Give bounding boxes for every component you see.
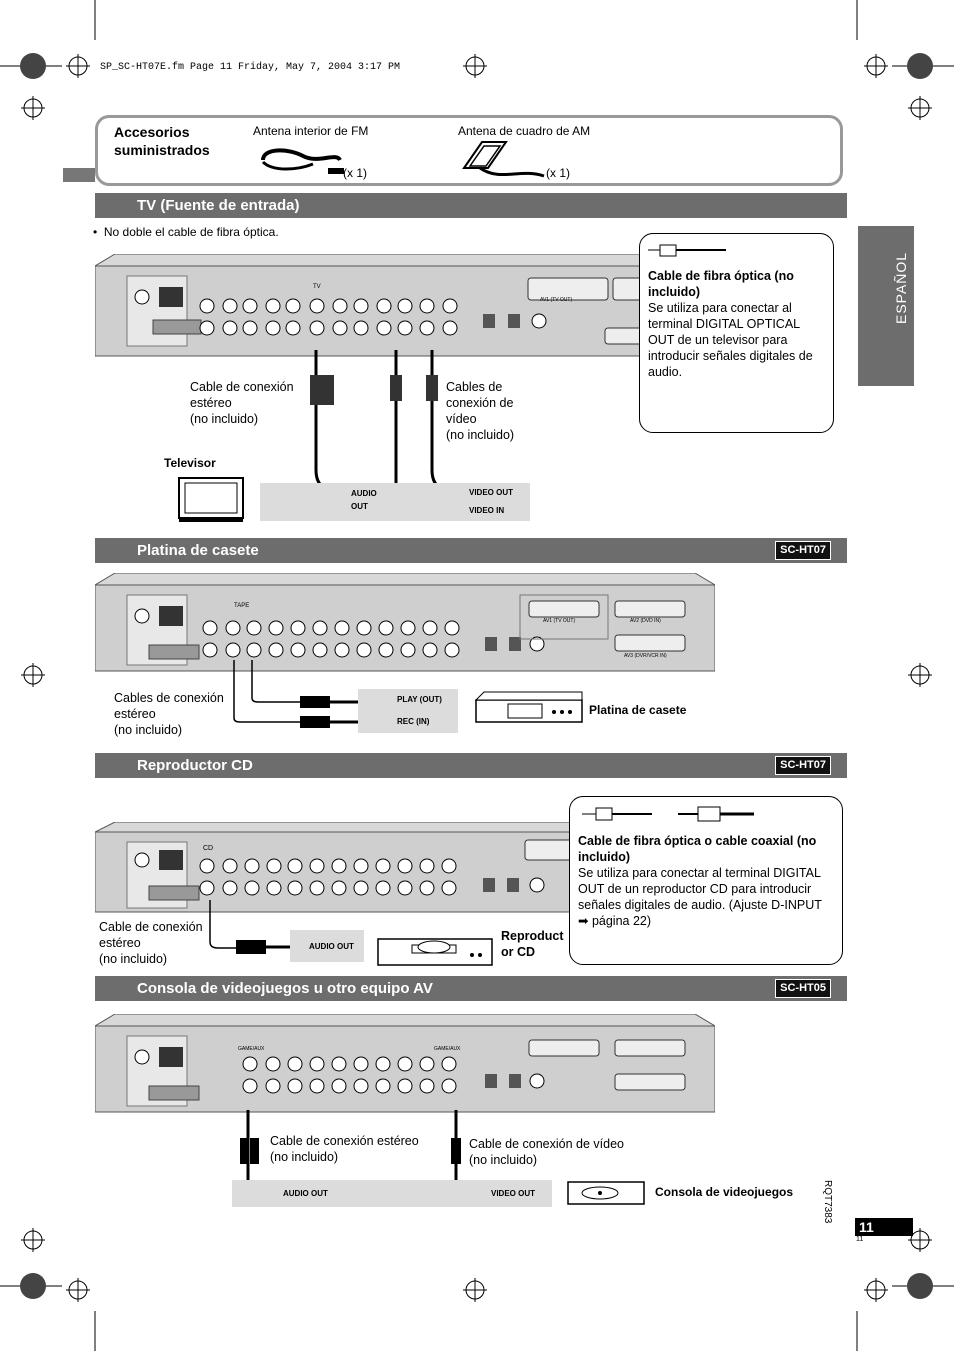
accessories-title: Accesorios xyxy=(114,124,190,140)
color-dot-icon xyxy=(20,53,933,1299)
accessories-title-2: suministrados xyxy=(114,142,210,158)
crosshair-icon xyxy=(21,54,932,1302)
av2-label: AV2 (DVD IN) xyxy=(630,618,661,624)
play-out-label: PLAY (OUT) xyxy=(397,695,442,704)
cd-connection-strip xyxy=(290,930,364,962)
model-badge: SC-HT07 xyxy=(775,541,831,560)
game-section-header: Consola de videojuegos u otro equipo AV … xyxy=(95,976,847,1001)
av3-label: AV3 (DVR/VCR IN) xyxy=(624,653,667,659)
receiver-panel-cd xyxy=(95,822,575,913)
game-aux-tag-right: GAME/AUX xyxy=(434,1046,461,1052)
rec-in-label: REC (IN) xyxy=(397,717,430,726)
game-section-title: Consola de videojuegos u otro equipo AV xyxy=(137,980,433,997)
page-number: 11 xyxy=(855,1218,913,1236)
am-antenna-label: Antena de cuadro de AM xyxy=(458,124,591,138)
fiber-cable-callout: Cable de fibra óptica (no incluido) Se u… xyxy=(639,233,834,433)
tv-section-title: TV (Fuente de entrada) xyxy=(137,197,300,214)
cd-callout-title: Cable de fibra óptica o cable coaxial (n… xyxy=(578,834,817,864)
cassette-section-header: Platina de casete SC-HT07 xyxy=(95,538,847,563)
game-video-out-label: VIDEO OUT xyxy=(491,1189,536,1198)
optical-plug-icon xyxy=(648,244,726,257)
optical-coaxial-plug-icon xyxy=(582,806,754,822)
cd-cable-callout: Cable de fibra óptica o cable coaxial (n… xyxy=(569,796,843,965)
game-aux-tag-left: GAME/AUX xyxy=(238,1046,265,1052)
file-header: SP_SC-HT07E.fm Page 11 Friday, May 7, 20… xyxy=(100,62,401,73)
game-connection-strip xyxy=(232,1180,552,1207)
cd-port-tag: CD xyxy=(203,845,214,852)
receiver-panel-cassette xyxy=(95,573,715,672)
fiber-note: • No doble el cable de fibra óptica. xyxy=(93,225,279,239)
tv-section-header: TV (Fuente de entrada) xyxy=(95,193,847,218)
cd-audio-out-label: AUDIO OUT xyxy=(309,942,354,951)
accessories-box: Accesorios suministrados Antena interior… xyxy=(95,115,843,186)
small-page-number: 11 xyxy=(856,1236,864,1243)
tv-device-label: Televisor xyxy=(164,456,216,470)
left-gray-tab xyxy=(63,168,95,182)
doc-code: RQT7383 xyxy=(822,1180,833,1224)
game-stereo-cable-label: Cable de conexión estéreo(no incluido) xyxy=(270,1134,419,1164)
model-badge: SC-HT07 xyxy=(775,756,831,775)
cassette-section-title: Platina de casete xyxy=(137,542,259,559)
game-video-cable-label: Cable de conexión de vídeo(no incluido) xyxy=(469,1137,624,1167)
cd-cables xyxy=(209,900,296,954)
cd-callout-body: Se utiliza para conectar al terminal DIG… xyxy=(578,866,822,928)
model-badge: SC-HT05 xyxy=(775,979,831,998)
game-audio-out-label: AUDIO OUT xyxy=(283,1189,328,1198)
fiber-callout-title: Cable de fibra óptica (no incluido) xyxy=(648,269,794,299)
am-antenna-qty: (x 1) xyxy=(546,166,570,180)
language-tab: ESPAÑOL xyxy=(858,226,914,386)
cassette-connection-strip xyxy=(358,689,458,733)
language-tab-label: ESPAÑOL xyxy=(893,251,909,324)
fm-antenna-qty: (x 1) xyxy=(343,166,367,180)
tv-video-in-label: VIDEO IN xyxy=(469,506,505,515)
tv-icon xyxy=(178,477,244,522)
tv-port-tag: TV xyxy=(313,284,321,290)
fm-antenna-label: Antena interior de FM xyxy=(253,124,369,138)
receiver-panel-tv xyxy=(95,254,655,357)
game-console-icon xyxy=(567,1181,645,1205)
tape-port-tag: TAPE xyxy=(234,603,250,609)
av1-label: AV1 (TV OUT) xyxy=(540,297,573,303)
cd-section-title: Reproductor CD xyxy=(137,757,253,774)
game-device-label: Consola de videojuegos xyxy=(655,1185,794,1199)
cassette-deck-icon xyxy=(474,691,583,723)
receiver-panel-game xyxy=(95,1014,715,1113)
cd-section-header: Reproductor CD SC-HT07 xyxy=(95,753,847,778)
tv-connection-strip xyxy=(260,483,530,521)
am-antenna-icon xyxy=(462,141,545,178)
fm-antenna-icon xyxy=(261,148,344,174)
cassette-device-label: Platina de casete xyxy=(589,703,687,717)
fiber-callout-body: Se utiliza para conectar al terminal DIG… xyxy=(648,301,813,379)
cd-player-icon xyxy=(377,938,493,966)
tv-video-out-label: VIDEO OUT xyxy=(469,488,514,497)
av1-label-2: AV1 (TV OUT) xyxy=(543,618,576,624)
